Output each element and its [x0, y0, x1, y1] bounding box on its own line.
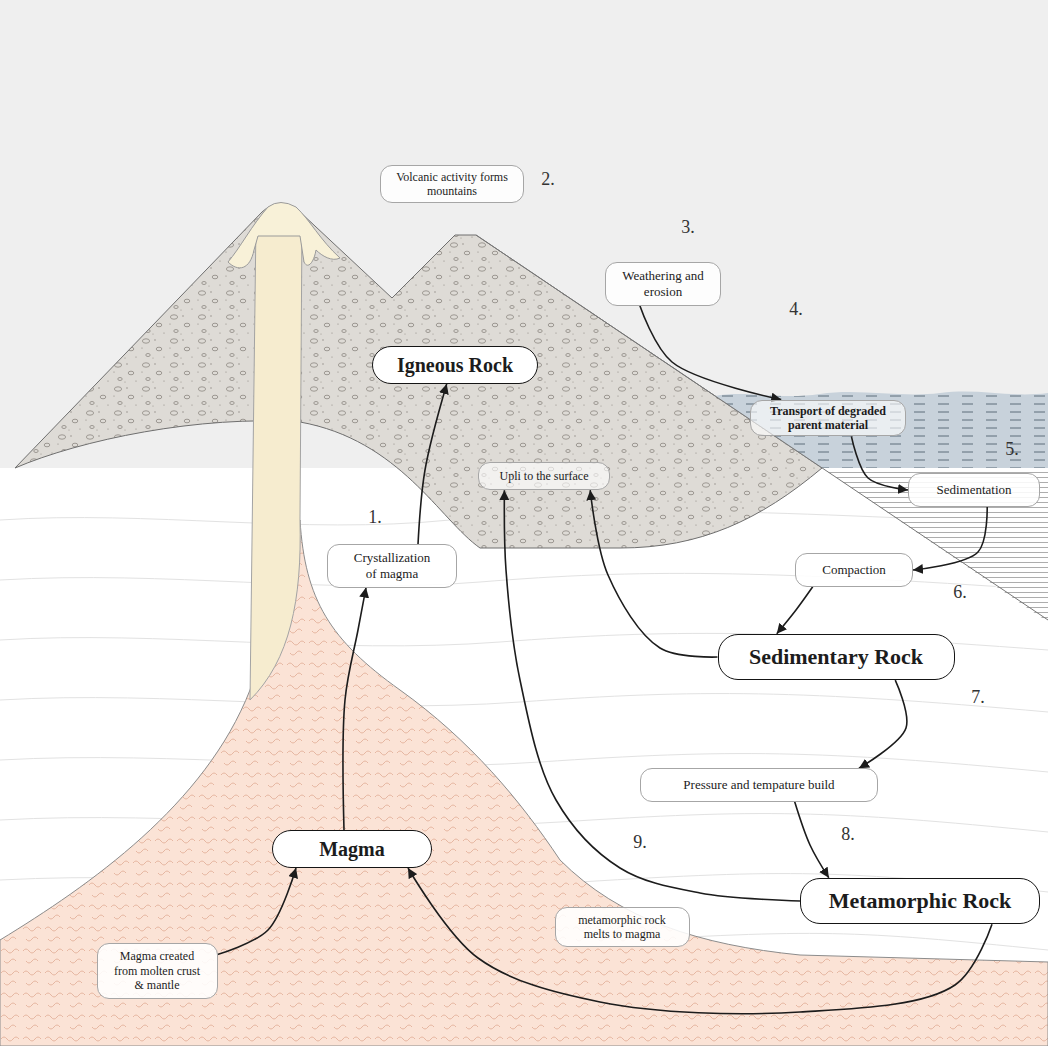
node-text: Upli to the surface — [491, 469, 597, 483]
process-note: Compaction — [795, 553, 913, 587]
cycle-arrow — [859, 680, 907, 768]
node-text: Metamorphic Rock — [817, 888, 1023, 914]
cycle-arrow — [504, 490, 800, 901]
process-note: Magma created from molten crust & mantle — [97, 943, 218, 998]
cycle-arrow — [640, 306, 781, 400]
process-note: Crystallization of magma — [327, 544, 457, 587]
cycle-arrow — [590, 490, 717, 657]
rock-type-box: Sedimentary Rock — [718, 634, 955, 680]
callout-number: 8. — [841, 825, 855, 845]
cycle-arrow — [218, 868, 297, 954]
cycle-arrow — [418, 384, 447, 544]
process-note: metamorphic rock melts to magma — [555, 907, 690, 948]
node-text: Crystallization of magma — [350, 550, 434, 581]
cycle-arrow — [851, 436, 908, 490]
node-text: Igneous Rock — [393, 353, 517, 377]
magma-chamber — [0, 520, 1048, 1046]
callout-number: 6. — [953, 583, 967, 603]
slope-line — [476, 235, 1048, 620]
rock-type-box: Magma — [272, 830, 432, 868]
callout-number: 1. — [368, 508, 382, 528]
volcanic-conduit — [250, 209, 302, 700]
callout-number: 3. — [681, 218, 695, 238]
process-note: Sedimentation — [908, 473, 1040, 507]
node-text: Magma — [293, 837, 411, 861]
process-note: Transport of degraded parent material — [750, 400, 906, 437]
rock-type-box: Igneous Rock — [372, 346, 538, 384]
node-text: Pressure and tempature build — [655, 777, 863, 793]
callout-number: 2. — [541, 170, 555, 190]
node-text: Compaction — [808, 562, 900, 578]
mountains — [15, 204, 822, 548]
process-note: Pressure and tempature build — [640, 768, 878, 802]
callout-number: 4. — [789, 300, 803, 320]
node-text: Sedimentation — [921, 482, 1027, 498]
node-text: Transport of degraded parent material — [759, 404, 897, 433]
rock-type-box: Metamorphic Rock — [800, 878, 1040, 924]
node-text: Sedimentary Rock — [741, 644, 932, 670]
callout-number: 7. — [971, 688, 985, 708]
cycle-arrow — [777, 587, 813, 634]
cycle-arrow — [343, 588, 366, 830]
process-note: Volcanic activity forms mountains — [380, 165, 524, 204]
water — [715, 392, 1048, 468]
callout-number: 5. — [1005, 440, 1019, 460]
cycle-arrow — [795, 802, 829, 878]
lava-cap — [228, 203, 340, 268]
node-text: Weathering and erosion — [616, 268, 710, 299]
cycle-arrow — [913, 507, 987, 570]
callout-number: 9. — [633, 833, 647, 853]
process-note: Upli to the surface — [478, 462, 610, 490]
node-text: Volcanic activity forms mountains — [395, 170, 509, 199]
node-text: metamorphic rock melts to magma — [570, 913, 675, 942]
node-text: Magma created from molten crust & mantle — [112, 949, 203, 992]
process-note: Weathering and erosion — [605, 262, 721, 305]
